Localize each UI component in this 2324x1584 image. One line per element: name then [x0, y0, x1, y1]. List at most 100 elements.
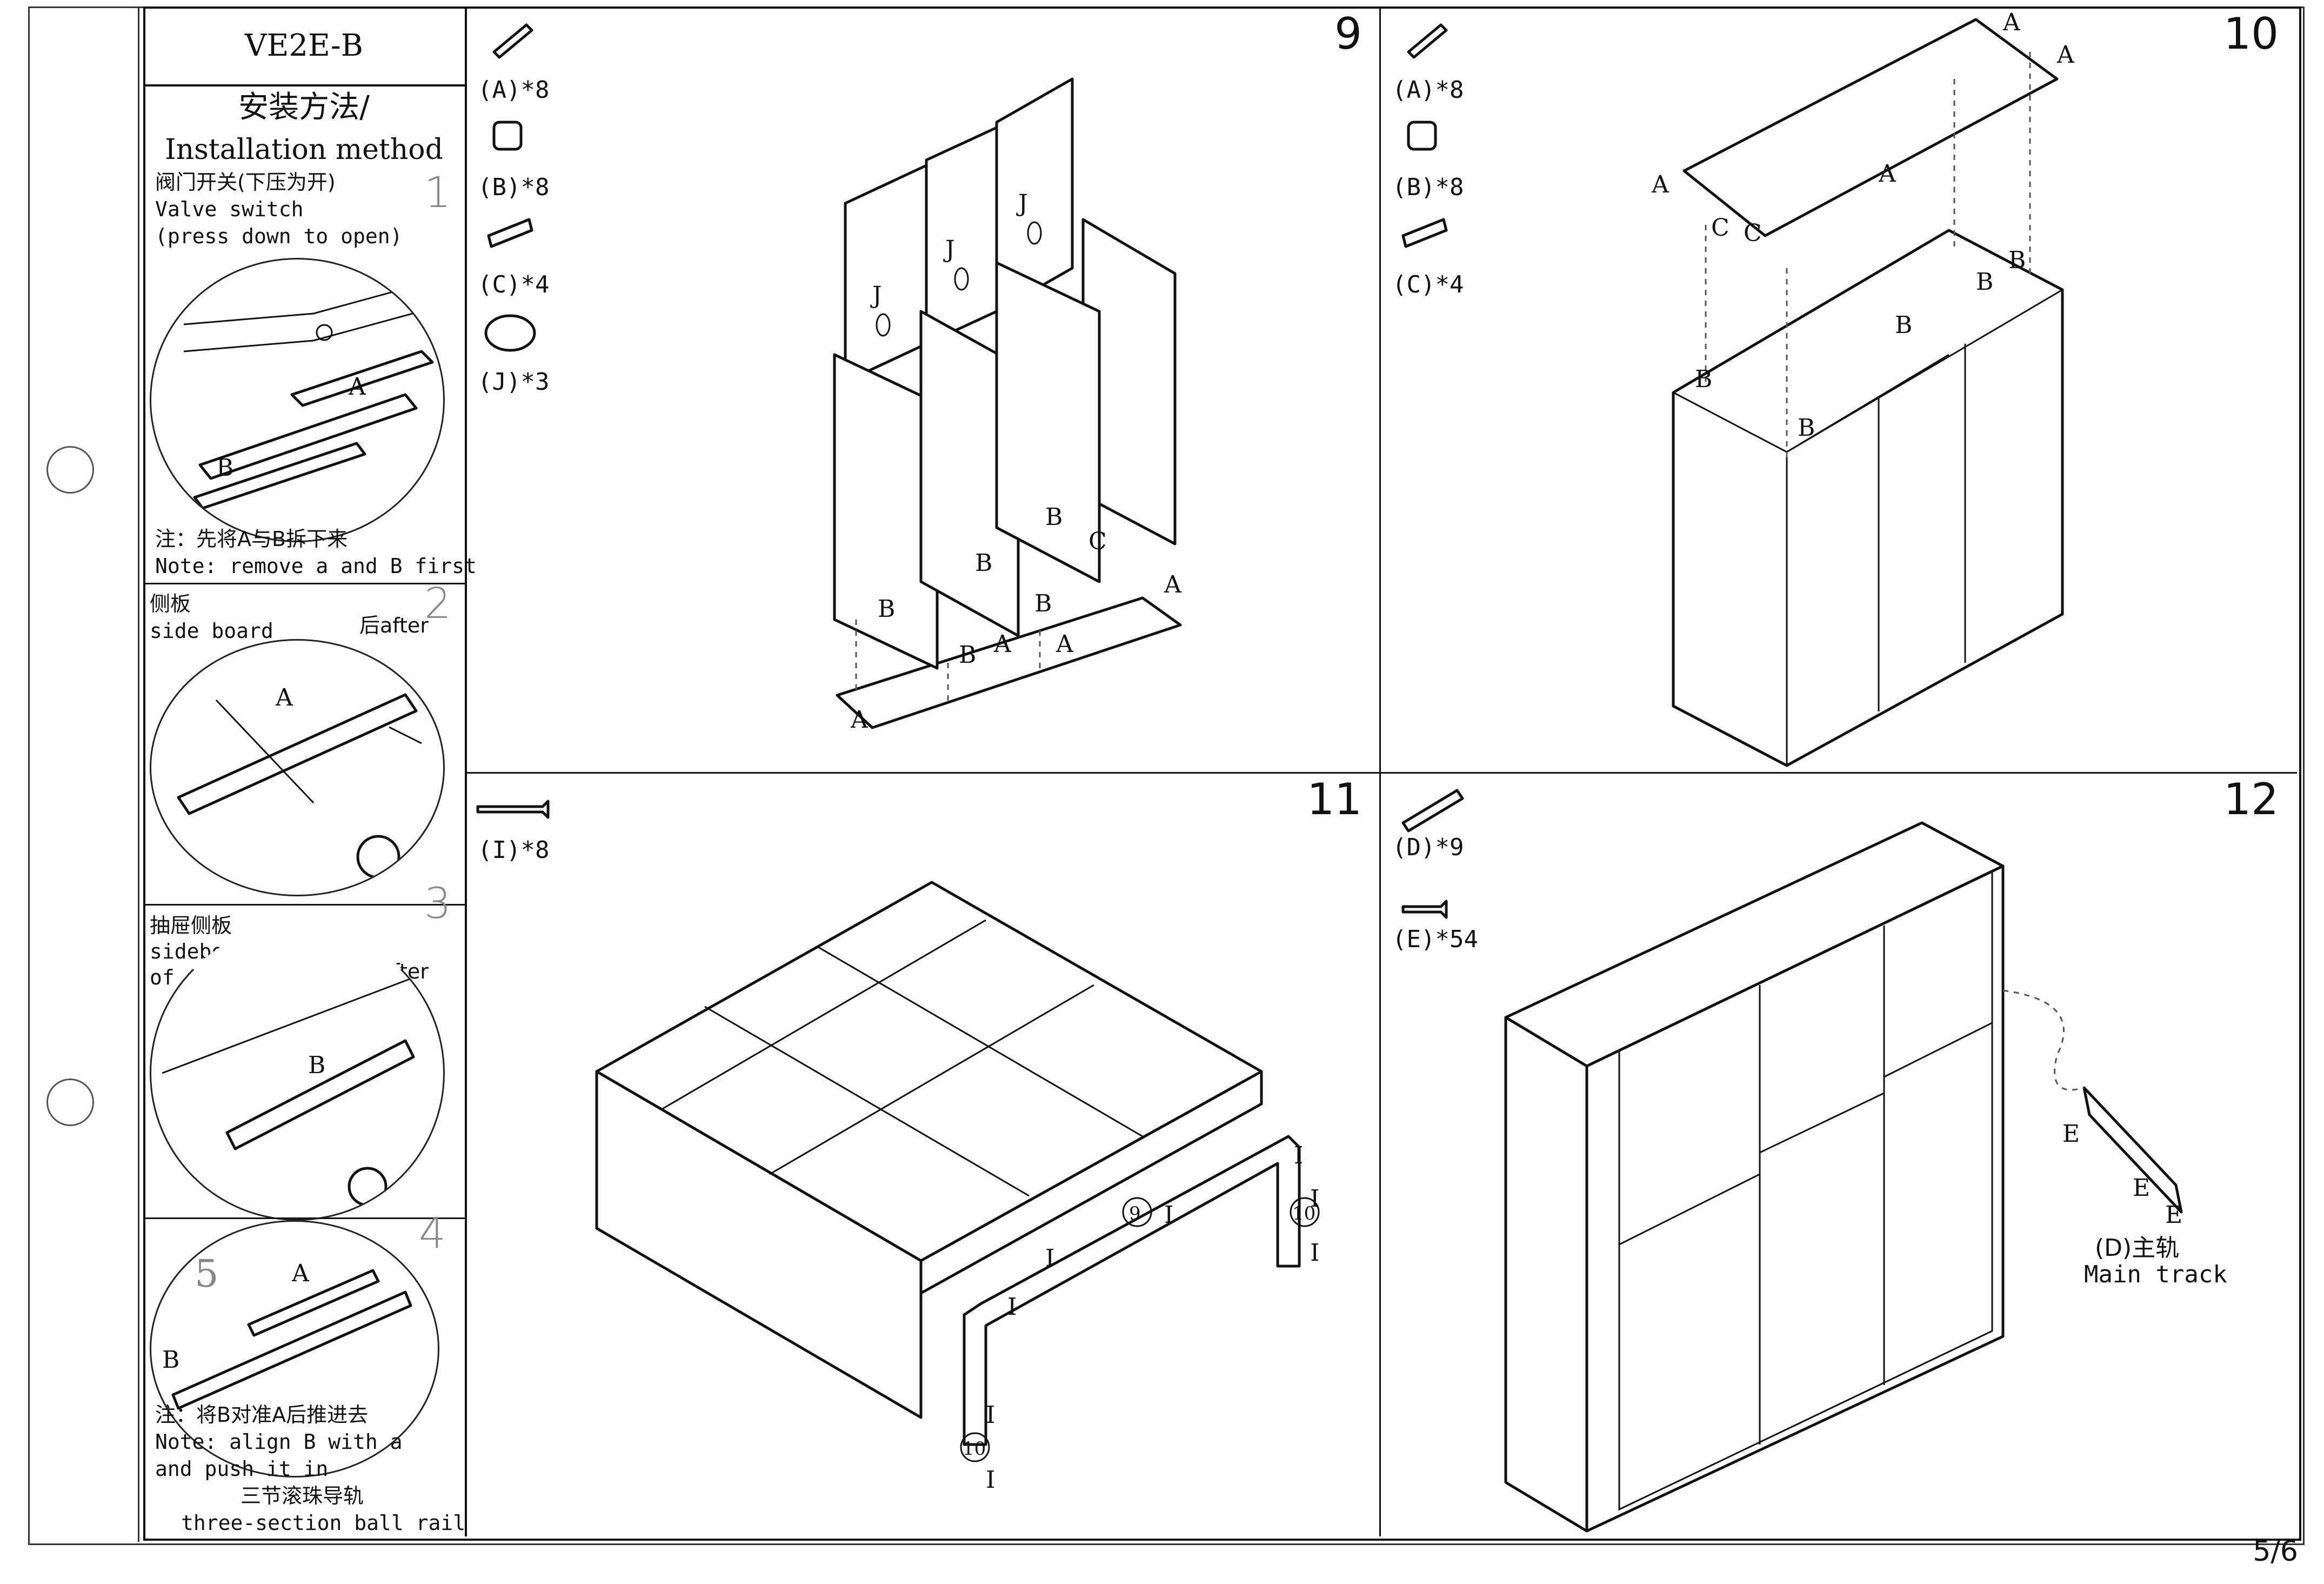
svg-text:B: B: [959, 641, 976, 669]
step1-note-cn: 注：先将A与B拆下来: [155, 527, 348, 551]
part-c-qty: (C)*4: [478, 271, 550, 298]
panel-divider-horizontal: [465, 772, 2297, 774]
svg-text:9: 9: [1129, 1203, 1141, 1224]
cabinet-dividers-assembly-drawing: JJJ BBB BB AAA AC: [833, 77, 1182, 734]
svg-text:B: B: [1976, 268, 1993, 296]
part-e-qty: (E)*54: [1392, 926, 1478, 953]
svg-text:10: 10: [963, 1438, 986, 1460]
panel-12-hardware-icons: [1401, 789, 1464, 919]
model-title: VE2E-B: [143, 6, 465, 86]
svg-text:B: B: [975, 549, 992, 577]
svg-text:I: I: [1045, 1244, 1054, 1272]
step2-cn: 侧板: [150, 592, 191, 616]
step4-note-cn: 注：将B对准A后推进去: [155, 1403, 369, 1427]
binding-margin-line: [138, 6, 139, 1542]
step-divider: [143, 583, 465, 584]
svg-text:B: B: [2008, 247, 2026, 274]
svg-text:I: I: [986, 1401, 995, 1429]
side-board-rail-diagram: A: [177, 684, 422, 879]
svg-text:5: 5: [195, 1252, 219, 1296]
cabinet-upright-drawer-rails-drawing: EEE: [1504, 821, 2183, 1533]
part-d-qty: (D)*9: [1392, 834, 1464, 861]
svg-text:B: B: [1798, 414, 1815, 442]
svg-text:I: I: [1164, 1201, 1173, 1229]
svg-text:C: C: [1088, 528, 1107, 555]
svg-text:I: I: [1007, 1293, 1017, 1321]
panel-12-number: 12: [2223, 774, 2279, 824]
step2-after: 后after: [359, 614, 429, 637]
svg-text:I: I: [1294, 1142, 1303, 1169]
instruction-frame: [143, 6, 2301, 1541]
panel-9: 9 (A)*8 (B)*8 (C)*4 (J)*3 J J J B B B B B A A A…: [467, 9, 1378, 771]
rail-label-cn: 三节滚珠导轨: [241, 1484, 364, 1508]
svg-text:I: I: [986, 1466, 995, 1494]
panel-10-hardware-icons: [1401, 23, 1448, 248]
method-en: Installation method: [165, 134, 443, 166]
step2-en: side board: [150, 619, 273, 643]
svg-text:J: J: [1016, 190, 1028, 217]
step4-note-en1: Note: align B with a: [155, 1430, 403, 1454]
svg-text:J: J: [870, 282, 882, 309]
part-b-qty: (B)*8: [1392, 174, 1464, 201]
svg-text:B: B: [216, 454, 233, 482]
main-track-label-cn: (D)主轨: [2095, 1234, 2180, 1262]
step-divider: [143, 904, 465, 906]
svg-text:J: J: [943, 236, 955, 263]
rail-label-en: three-section ball rail: [181, 1511, 466, 1535]
svg-text:B: B: [1895, 311, 1912, 339]
step3-cn: 抽屉侧板: [150, 914, 232, 937]
step3-number: 3: [424, 880, 451, 928]
panel-divider-vertical: [1379, 6, 1381, 1536]
step1-en2: (press down to open): [155, 224, 403, 248]
svg-text:A: A: [1164, 571, 1182, 598]
svg-text:B: B: [878, 595, 895, 623]
svg-text:I: I: [1310, 1239, 1319, 1267]
svg-text:A: A: [2002, 9, 2021, 36]
part-i-qty: (I)*8: [478, 836, 550, 864]
svg-text:B: B: [308, 1051, 325, 1079]
page-number: 5/6: [2253, 1535, 2298, 1568]
part-b-qty: (B)*8: [478, 174, 550, 201]
svg-text:E: E: [2133, 1174, 2150, 1202]
step1-cn: 阀门开关(下压为开): [155, 170, 336, 194]
step1-note-en: Note: remove a and B first: [155, 554, 477, 578]
svg-text:B: B: [1045, 503, 1063, 531]
svg-text:A: A: [275, 684, 293, 711]
method-heading: 安装方法/ Installation method: [143, 86, 465, 173]
part-a-qty: (A)*8: [1392, 76, 1464, 104]
step3-illustration: B: [150, 926, 445, 1221]
svg-text:A: A: [993, 630, 1012, 658]
svg-text:C: C: [1711, 214, 1729, 242]
svg-text:A: A: [348, 373, 366, 401]
drawer-sideboard-rail-diagram: B: [162, 969, 433, 1207]
method-cn: 安装方法/: [238, 90, 370, 125]
part-j-qty: (J)*3: [478, 368, 550, 396]
svg-text:A: A: [291, 1260, 310, 1287]
svg-text:E: E: [2062, 1120, 2080, 1148]
step2-number: 2: [424, 580, 451, 628]
svg-text:10: 10: [1292, 1203, 1315, 1224]
step-divider: [143, 1217, 465, 1219]
svg-text:A: A: [1056, 630, 1074, 658]
panel-9-number: 9: [1334, 9, 1362, 59]
step2-illustration: A: [150, 639, 445, 896]
panel-11-hardware-icons: [476, 800, 550, 819]
part-a-qty: (A)*8: [478, 76, 550, 104]
main-track-label-en: Main track: [2084, 1261, 2227, 1288]
svg-text:B: B: [1034, 590, 1052, 617]
step4-note-en2: and push it in: [155, 1457, 329, 1481]
svg-text:C: C: [1744, 219, 1762, 247]
svg-text:B: B: [1695, 365, 1712, 393]
svg-text:A: A: [1878, 160, 1896, 188]
punch-hole: [46, 446, 94, 494]
rail-release-diagram: AB: [183, 280, 434, 510]
svg-text:A: A: [2056, 41, 2075, 69]
step1-number: 1: [424, 169, 451, 217]
step1-en1: Valve switch: [155, 197, 304, 221]
